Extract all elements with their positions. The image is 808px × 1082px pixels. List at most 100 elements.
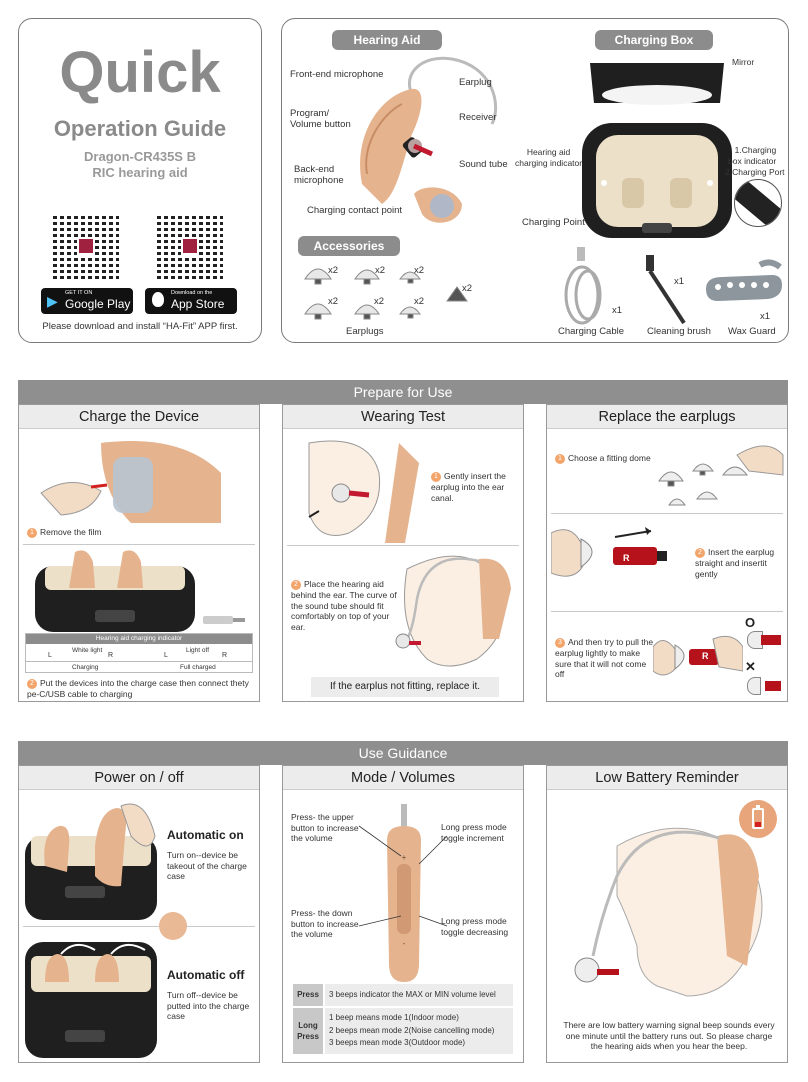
power-title: Power on / off [19, 766, 259, 790]
insert-earplug-dome-illustration [551, 527, 667, 577]
long-press-mode-3: 3 beeps mean mode 3(Outdoor mode) [329, 1038, 466, 1047]
cover-subtitle: Operation Guide [53, 116, 227, 141]
charging-cable-caption: Charging Cable [558, 326, 625, 337]
earplugs-caption: Earplugs [346, 326, 384, 337]
choose-dome-illustration [658, 445, 784, 506]
battery-section: Low Battery Reminder There are low batte… [546, 765, 788, 1063]
table-line [26, 661, 252, 662]
wax-guard-illustration [706, 259, 782, 301]
mirror-label: Mirror [732, 57, 755, 67]
program-label: Program/ Volume button [290, 108, 351, 130]
app-store-label: App Store [171, 297, 225, 311]
divider [23, 926, 255, 927]
receiver-r-mark-2: R [702, 651, 709, 661]
correct-mark: O [745, 615, 756, 630]
long-press-cell-desc: 1 beep means mode 1(Indoor mode) 2 beeps… [325, 1008, 513, 1054]
long-increment-label: Long press mode toggle increment [441, 822, 507, 843]
automatic-on-title: Automatic on [167, 828, 244, 842]
mode-table: Press 3 beeps indicator the MAX or MIN v… [293, 984, 513, 1054]
insert-earplug-illustration [308, 440, 419, 543]
earplug-count-3: x2 [414, 265, 425, 276]
cover-title: Quick [59, 40, 221, 105]
automatic-off-text: Turn off--device be putted into the char… [167, 990, 250, 1021]
charging-box-illustration [582, 63, 732, 238]
power-off-illustration [25, 942, 157, 1058]
right-label-2: R [222, 652, 228, 659]
correct-fit-illustration [747, 631, 781, 649]
svg-text:+: + [402, 853, 407, 862]
divider [551, 513, 783, 514]
ear-with-hearing-aid-illustration [574, 827, 763, 997]
long-press-cell-label: Long Press [293, 1008, 323, 1054]
google-play-icon: ▶ [47, 293, 58, 309]
left-label: L [48, 652, 52, 659]
step-number: 1 [555, 454, 565, 464]
svg-text:-: - [403, 939, 406, 948]
long-press-mode-2: 2 beeps mean mode 2(Noise cancelling mod… [329, 1025, 495, 1035]
mode-section: Mode / Volumes + - Press- the upper butt… [282, 765, 524, 1063]
app-store-badge[interactable]: Download on the App Store [145, 288, 237, 314]
step-number: 2 [695, 548, 705, 558]
automatic-off-title: Automatic off [167, 968, 245, 982]
divider [551, 611, 783, 612]
power-divider-dot [159, 912, 187, 940]
ha-indicator-label: Hearing aid charging indicator [515, 147, 583, 168]
earplug-count-6: x2 [414, 296, 425, 307]
receiver-r-mark-1: R [623, 553, 630, 563]
back-mic-label: Back-end microphone [294, 164, 344, 186]
guidance-band: Use Guidance [18, 741, 788, 765]
automatic-on-text: Turn on--device be takeout of the charge… [167, 850, 247, 881]
cleaning-brush-caption: Cleaning brush [647, 326, 711, 337]
accessories-tag: Accessories [298, 236, 400, 256]
charging-port-label: 2.Charging Port [725, 167, 785, 177]
brush-count: x1 [674, 276, 685, 287]
charging-box-tag: Charging Box [595, 30, 713, 50]
charging-point-label: Charging Point [522, 217, 585, 228]
box-indicator-label: 1.Charging box indicator [728, 145, 777, 166]
low-battery-icon [739, 800, 777, 838]
pull-earplug-illustration [653, 635, 743, 676]
divider [287, 545, 519, 546]
press-cell-label: Press [293, 984, 323, 1006]
light-off-label: Light off [186, 647, 210, 654]
earplug-count-1: x2 [328, 265, 339, 276]
long-press-mode-1: 1 beep means mode 1(Indoor mode) [329, 1013, 459, 1022]
divider [23, 544, 255, 545]
cable-count: x1 [612, 305, 623, 316]
download-note: Please download and install “HA-Fit” APP… [42, 321, 238, 332]
wearing-note: If the earplus not fitting, replace it. [311, 677, 499, 697]
wax-guard-caption: Wax Guard [728, 326, 776, 337]
cover-panel: Quick Operation Guide Dragon-CR435S B RI… [18, 18, 262, 343]
left-label-2: L [164, 652, 168, 659]
sound-tube-label: Sound tube [459, 159, 508, 170]
google-play-badge[interactable]: ▶ GET IT ON Google Play [41, 288, 133, 314]
front-mic-label: Front-end microphone [290, 69, 384, 80]
charge-title: Charge the Device [19, 405, 259, 429]
step-text: And then try to pull the earplug lightly… [555, 637, 654, 679]
step-text: Place the hearing aid behind the ear. Th… [291, 579, 397, 632]
step-number: 2 [27, 679, 37, 689]
earplug-count-5: x2 [374, 296, 385, 307]
step-number: 2 [291, 580, 301, 590]
full-charged-status: Full charged [180, 664, 216, 671]
step-number: 3 [555, 638, 565, 648]
charging-port-zoom [734, 179, 782, 227]
google-play-small: GET IT ON [65, 290, 93, 296]
press-upper-label: Press- the upper button to increase the … [291, 812, 359, 843]
power-section: Power on / off Automatic on Turn on--dev… [18, 765, 260, 1063]
press-down-label: Press- the down button to increase the v… [291, 908, 359, 939]
battery-title: Low Battery Reminder [547, 766, 787, 790]
long-decreasing-label: Long press mode toggle decreasing [441, 916, 509, 937]
step-text: Choose a fitting dome [568, 453, 651, 463]
receiver-label: Receiver [459, 112, 497, 123]
